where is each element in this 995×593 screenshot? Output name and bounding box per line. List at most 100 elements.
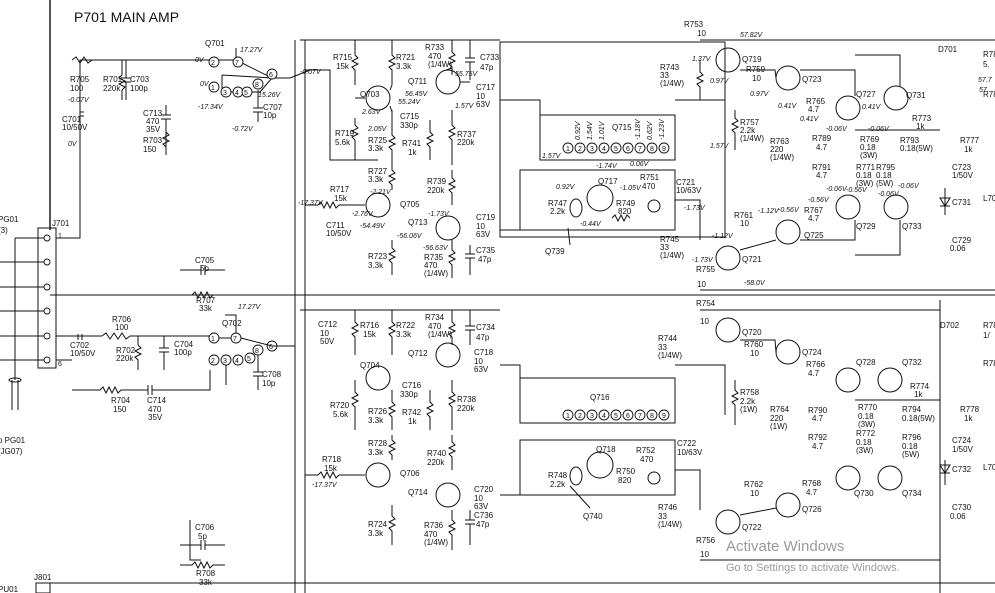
r719-val: 5.6k bbox=[335, 138, 351, 147]
q714-label: Q714 bbox=[408, 488, 428, 497]
r742-val: 1k bbox=[408, 417, 417, 426]
q715-pin2: 2 bbox=[578, 146, 582, 153]
r702-ref: R702 bbox=[116, 346, 136, 355]
activation-watermark: Activate Windows Go to Settings to activ… bbox=[726, 538, 900, 574]
rail-neg-v: -58.0V bbox=[744, 280, 766, 287]
c721-v: -1.73V bbox=[684, 205, 706, 212]
r789-ref: R789 bbox=[812, 134, 832, 143]
q716-pin7: 7 bbox=[638, 413, 642, 420]
q734-label: Q734 bbox=[902, 489, 922, 498]
q733-label: Q733 bbox=[902, 222, 922, 231]
q717-e-v: -0.44V bbox=[580, 221, 602, 228]
q701-in-v: 0V bbox=[195, 57, 205, 64]
bottom-input-stage: R706 100 R702 220k C704 100p C702 10/50V… bbox=[56, 315, 211, 422]
v5-label: 5. bbox=[983, 60, 990, 69]
q716-pin9: 9 bbox=[662, 413, 666, 420]
q729-label: Q729 bbox=[856, 222, 876, 231]
c735-ref: C735 bbox=[476, 246, 496, 255]
r734-ref: R734 bbox=[425, 313, 445, 322]
r717-ref: R717 bbox=[330, 185, 350, 194]
r744-ref: R744 bbox=[658, 334, 678, 343]
c731-val: 0.06 bbox=[950, 244, 966, 253]
r751-ref: R751 bbox=[640, 173, 660, 182]
c721-ref: C721 bbox=[676, 178, 696, 187]
top-feedback: C705 5p R707 33k bbox=[180, 256, 225, 313]
r770-val: 0.18(3W) bbox=[858, 412, 876, 429]
q728-label: Q728 bbox=[856, 358, 876, 367]
r795-val: 0.18(5W) bbox=[876, 171, 894, 188]
r705-ref: R705 bbox=[70, 75, 90, 84]
c721-val: 10/63V bbox=[676, 186, 702, 195]
r771-ref: R771 bbox=[856, 163, 876, 172]
q732-label: Q732 bbox=[902, 358, 922, 367]
r792-ref: R792 bbox=[808, 433, 828, 442]
q725-b-v: -0.56V bbox=[808, 197, 830, 204]
c734-ref: C734 bbox=[476, 323, 496, 332]
r752-ref: R752 bbox=[636, 446, 656, 455]
c734-val: 47p bbox=[476, 333, 490, 342]
c707-ref: C707 bbox=[263, 103, 283, 112]
c711-val: 10/50V bbox=[326, 229, 352, 238]
r772-val: 0.18(3W) bbox=[856, 438, 874, 455]
r760-val: 10 bbox=[750, 349, 759, 358]
r756-val: 10 bbox=[700, 550, 709, 559]
ic-q701: Q701 17.27V 0V 0V -17.34V 15.26V -0.72V … bbox=[195, 39, 322, 133]
c735-val: 47p bbox=[478, 255, 492, 264]
r796-val: 0.18(5W) bbox=[902, 442, 920, 459]
r78a-label: R78 bbox=[983, 50, 995, 59]
r766-ref: R766 bbox=[806, 360, 826, 369]
r793-val: 0.18(5W) bbox=[900, 144, 933, 153]
r736-val: 470(1/4W) bbox=[424, 530, 448, 547]
svg-text:4: 4 bbox=[235, 358, 239, 365]
q730-label: Q730 bbox=[854, 489, 874, 498]
svg-text:2: 2 bbox=[211, 358, 215, 365]
ic-q702: Q702 17.27V 1 7 2 3 4 5 8 6 C708 10p bbox=[208, 304, 295, 390]
q702-label: Q702 bbox=[222, 319, 242, 328]
c732-val: 0.06 bbox=[950, 512, 966, 521]
q715-v3: -1.74V bbox=[596, 163, 618, 170]
svg-text:7: 7 bbox=[235, 60, 239, 67]
q724-label: Q724 bbox=[802, 348, 822, 357]
r757-ref: R757 bbox=[740, 118, 760, 127]
r754-ref: R754 bbox=[696, 299, 716, 308]
c736-val: 47p bbox=[476, 520, 490, 529]
c705-ref: C705 bbox=[195, 256, 215, 265]
r706-ref: R706 bbox=[112, 315, 132, 324]
bottom-feedback: C706 5p R708 33k bbox=[180, 520, 225, 587]
r726-ref: R726 bbox=[368, 407, 388, 416]
r764-val: 220(1W) bbox=[770, 414, 788, 431]
r778-ref: R778 bbox=[960, 405, 980, 414]
r774-ref: R774 bbox=[910, 382, 930, 391]
q719-out-v: 1.57V bbox=[710, 143, 730, 150]
r717-voltage: -17.37V bbox=[298, 200, 324, 207]
r78c-label: R78 bbox=[983, 321, 995, 330]
c707-val: 10p bbox=[263, 111, 277, 120]
r725-val: 3.3k bbox=[368, 144, 384, 153]
r755-val: 10 bbox=[697, 280, 706, 289]
q716-label: Q716 bbox=[590, 393, 610, 402]
c732-ref: C730 bbox=[952, 503, 972, 512]
diagram-title: P701 MAIN AMP bbox=[74, 9, 179, 25]
q716-pin1: 1 bbox=[566, 413, 570, 420]
r702-val: 220k bbox=[116, 354, 134, 363]
q726-label: Q726 bbox=[802, 505, 822, 514]
r722-ref: R722 bbox=[396, 321, 416, 330]
r759-val: 10 bbox=[752, 74, 761, 83]
q711-out-v: 1.57V bbox=[455, 103, 475, 110]
r755-ref: R755 bbox=[696, 265, 716, 274]
r794-val: 0.18(5W) bbox=[902, 414, 935, 423]
r771-val: 0.18(3W) bbox=[856, 171, 874, 188]
r725-ref: R725 bbox=[368, 136, 388, 145]
svg-text:3: 3 bbox=[223, 358, 227, 365]
r774-val: 1k bbox=[914, 390, 923, 399]
r719-ref: R719 bbox=[335, 129, 355, 138]
r795-ref: R795 bbox=[876, 163, 896, 172]
r716-val: 15k bbox=[363, 330, 377, 339]
svg-text:6: 6 bbox=[269, 72, 273, 79]
q716-pin8: 8 bbox=[650, 413, 654, 420]
q713-b-v: -1.73V bbox=[428, 211, 450, 218]
c723-v: 57.7 bbox=[978, 77, 993, 84]
q729-b-v: -0.06V bbox=[826, 186, 848, 193]
